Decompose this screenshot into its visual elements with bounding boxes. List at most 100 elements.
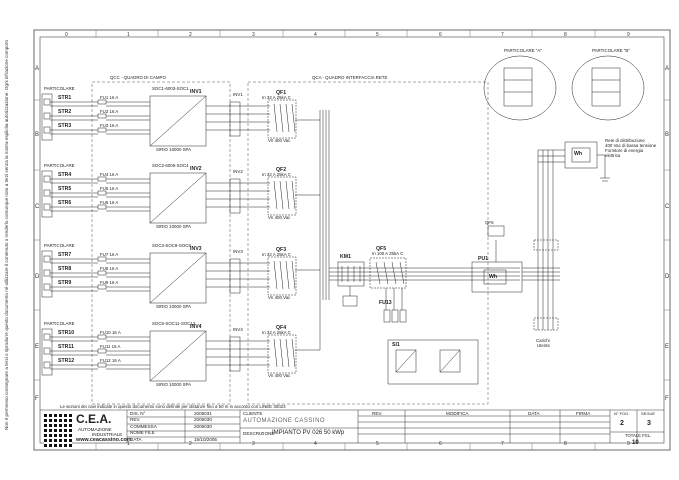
- row-label: F: [665, 396, 669, 402]
- foglio-number: 2: [620, 420, 624, 427]
- qf-contact: [291, 103, 296, 133]
- inverter-diagonal: [149, 95, 207, 147]
- row-label: B: [35, 132, 40, 138]
- totale-number: 10: [632, 440, 639, 446]
- inverter-breaker: [229, 336, 241, 372]
- inverter-label: INV4: [190, 324, 202, 330]
- fuse-label: FU3 16 A: [100, 123, 119, 128]
- inverter-cable-label: SOC5-SOC11-SOC12: [152, 321, 196, 326]
- column-label: 3: [252, 32, 255, 38]
- qf-contact: [285, 260, 290, 290]
- carichi-line-2: Utente: [537, 343, 550, 348]
- fuse: [97, 127, 107, 133]
- row-label: E: [665, 344, 670, 350]
- qf-contact: [291, 260, 296, 290]
- string-group-1: [41, 93, 297, 147]
- column-ticks: [34, 30, 670, 450]
- string-label: STR3: [58, 123, 72, 129]
- string-label: STR1: [58, 95, 72, 101]
- qf-breaker: [267, 176, 297, 216]
- qca-box: [247, 81, 489, 405]
- rev-header: REV.: [372, 411, 383, 416]
- row-label: A: [665, 66, 670, 72]
- row-label: A: [35, 66, 40, 72]
- qf-contact: [273, 260, 278, 290]
- column-label: 3: [252, 441, 255, 447]
- fu13-label: FU13: [379, 300, 392, 306]
- company-web: www.ceacassino.com: [76, 437, 132, 443]
- fuse: [97, 362, 107, 368]
- inverter-breaker: [229, 258, 241, 294]
- km1-contactor: [337, 261, 365, 307]
- qf-spec2: Vn 400 Vac: [268, 215, 291, 220]
- row-label: D: [665, 274, 670, 280]
- string-label: STR8: [58, 266, 72, 272]
- qf-contact: [279, 180, 284, 210]
- inverter-label: INV3: [190, 246, 202, 252]
- title-block-value: 15/10/2005: [194, 436, 217, 442]
- qf-contact: [285, 338, 290, 368]
- pv-module-icon: [43, 269, 51, 277]
- pv-module-icon: [43, 361, 51, 369]
- data-header: DATA: [528, 411, 540, 416]
- modifica-header: MODIFICA: [446, 411, 469, 416]
- fuse-label: FU10 16 A: [100, 330, 121, 335]
- row-label: C: [35, 204, 40, 210]
- column-label: 1: [127, 32, 130, 38]
- fuse: [97, 190, 107, 196]
- pv-module-icon: [43, 283, 51, 291]
- inverter-diagonal: [149, 172, 207, 224]
- pv-array-box: [41, 93, 53, 141]
- string-group-2: [41, 170, 297, 224]
- inverter-breaker: [229, 178, 241, 214]
- pu1-wh: Wh: [489, 274, 498, 280]
- inverter-model-label: SIRIO 10000 SPA: [156, 147, 192, 152]
- seguito-label: SEGUE: [641, 411, 656, 416]
- qf-contact: [273, 180, 278, 210]
- title-block-lines: [40, 409, 664, 443]
- particolare-label: PARTICOLARE: [44, 163, 75, 168]
- qf-label: QF1: [276, 90, 287, 96]
- qf-spec: In 32 A 25kA C: [262, 95, 291, 100]
- string-label: STR6: [58, 200, 72, 206]
- string-label: STR7: [58, 252, 72, 258]
- inverter-breaker-label: INV1: [233, 92, 243, 97]
- pu1-label: PU1: [478, 256, 489, 262]
- outer-frame: [33, 29, 671, 451]
- column-label: 1: [127, 441, 130, 447]
- string-group-4: [41, 328, 297, 382]
- column-label: 4: [314, 441, 317, 447]
- totale-label: TOTALE FGL.: [625, 433, 652, 438]
- inverter-diagonal: [149, 330, 207, 382]
- descr-label: DESCRIZIONE: [243, 431, 275, 436]
- carichi-line-1: Carichi: [536, 338, 550, 343]
- inverter-box: [149, 95, 207, 147]
- qf5-label: QF5: [376, 246, 387, 252]
- title-block-value: 2006031: [194, 411, 212, 416]
- qf-spec2: Vn 400 Vac: [268, 295, 291, 300]
- particolare-b-detail: [571, 55, 645, 121]
- fuse-label: FU9 16 A: [100, 280, 119, 285]
- string-label: STR4: [58, 172, 72, 178]
- particolare-a-detail: [483, 55, 557, 121]
- qf-spec2: Vn 400 Vac: [268, 373, 291, 378]
- string-group-3: [41, 250, 297, 304]
- pv-module-icon: [43, 189, 51, 197]
- seguito-number: 3: [647, 420, 651, 427]
- column-label: 2: [189, 32, 192, 38]
- rete-line-3: Fornitore di energia: [605, 148, 644, 153]
- company-line-2: INDUSTRIALE: [92, 432, 123, 437]
- qf-contact: [291, 180, 296, 210]
- column-label: 7: [501, 441, 504, 447]
- string-label: STR2: [58, 109, 72, 115]
- inverter-breaker: [229, 101, 241, 137]
- company-line-1: AUTOMAZIONE: [78, 427, 112, 432]
- qf-contact: [273, 338, 278, 368]
- fuse-label: FU12 16 A: [100, 358, 121, 363]
- inverter-label: INV2: [190, 166, 202, 172]
- inverter-box: [149, 252, 207, 304]
- string-groups: [41, 93, 297, 382]
- pv-array-box: [41, 328, 53, 376]
